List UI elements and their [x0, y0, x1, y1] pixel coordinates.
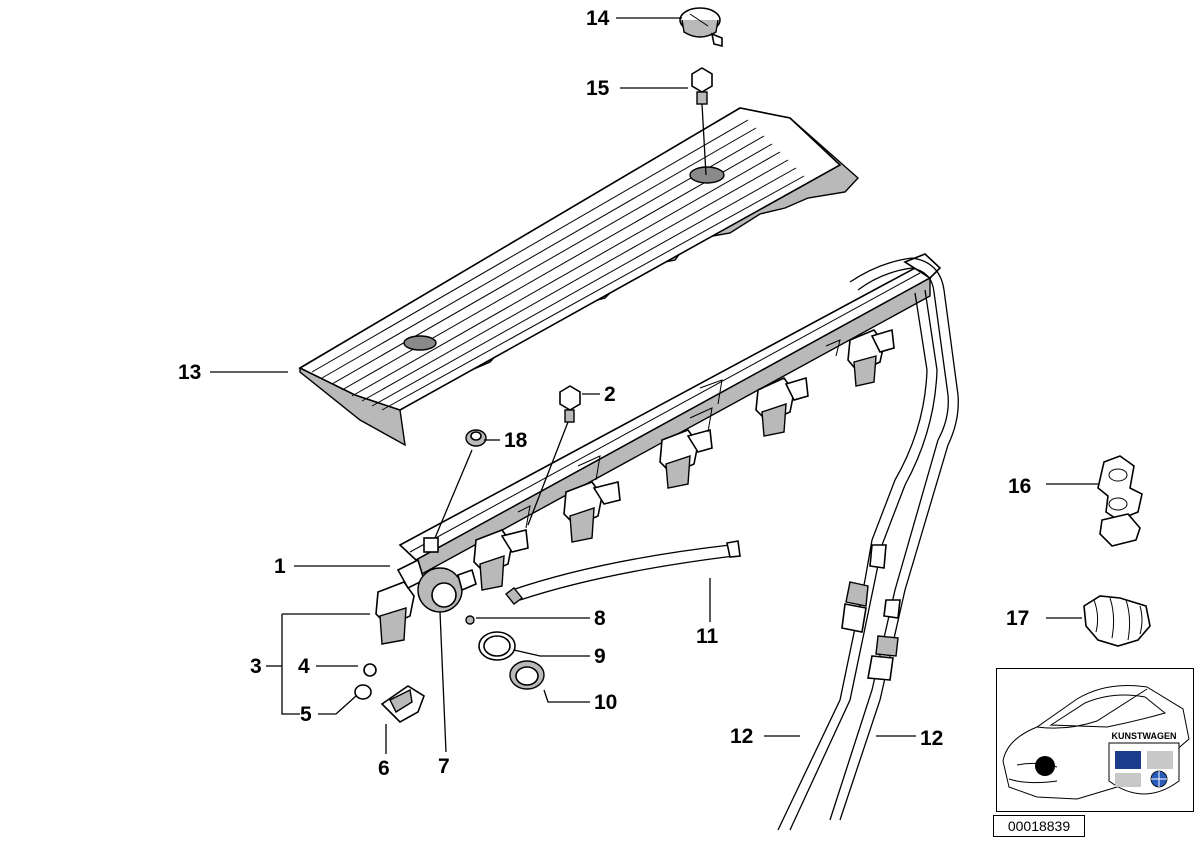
injector-5 — [755, 376, 809, 437]
clip-part-6 — [380, 685, 425, 723]
car-outline-icon: KUNSTWAGEN — [1002, 685, 1190, 800]
injector-1 — [375, 558, 425, 645]
location-marker-icon — [1035, 756, 1055, 776]
callout-2: 2 — [604, 383, 616, 406]
injector-3 — [563, 481, 621, 543]
injector-4 — [659, 428, 713, 489]
pipe-clip-part-17 — [1083, 595, 1151, 647]
injector-6 — [847, 328, 895, 387]
pressure-regulator-part-7 — [417, 567, 477, 613]
callout-5: 5 — [300, 703, 312, 726]
o-ring-part-4 — [363, 663, 377, 677]
vehicle-location-inset: KUNSTWAGEN — [996, 668, 1194, 812]
watermark-text: KUNSTWAGEN — [1112, 731, 1177, 741]
leader-lines — [210, 17, 1098, 754]
callout-16: 16 — [1008, 475, 1032, 498]
bolt-part-15 — [691, 67, 713, 176]
callout-1: 1 — [274, 555, 286, 578]
o-ring-part-5 — [354, 684, 372, 700]
injector-2 — [473, 529, 529, 591]
callout-9: 9 — [594, 645, 606, 668]
document-number: 00018839 — [993, 815, 1085, 837]
pipe-clip-part-16 — [1097, 455, 1143, 547]
fuel-feed-pipe — [777, 257, 959, 831]
callout-12-right: 12 — [920, 727, 944, 750]
seal-part-9 — [478, 631, 516, 661]
callout-3: 3 — [250, 655, 262, 678]
callout-6: 6 — [378, 757, 390, 780]
watermark-logo-icon: KUNSTWAGEN — [1108, 731, 1180, 795]
callout-13: 13 — [178, 361, 202, 384]
callout-4: 4 — [298, 655, 310, 678]
o-ring-part-8 — [465, 615, 475, 625]
injectors — [375, 328, 895, 645]
callout-18: 18 — [504, 429, 528, 452]
callout-15: 15 — [586, 77, 610, 100]
callout-14: 14 — [586, 7, 610, 30]
seal-part-10 — [509, 660, 545, 690]
oil-cap-part-14 — [679, 7, 723, 48]
callout-17: 17 — [1006, 607, 1030, 630]
callout-8: 8 — [594, 607, 606, 630]
bolt-part-2 — [527, 385, 581, 526]
callout-11: 11 — [696, 625, 719, 648]
grommet-part-18 — [423, 429, 487, 553]
vacuum-hose-part-11 — [505, 540, 741, 605]
callout-12-left: 12 — [730, 725, 754, 748]
callout-10: 10 — [594, 691, 618, 714]
engine-cover-part-13 — [298, 107, 860, 447]
callout-7: 7 — [438, 755, 450, 778]
